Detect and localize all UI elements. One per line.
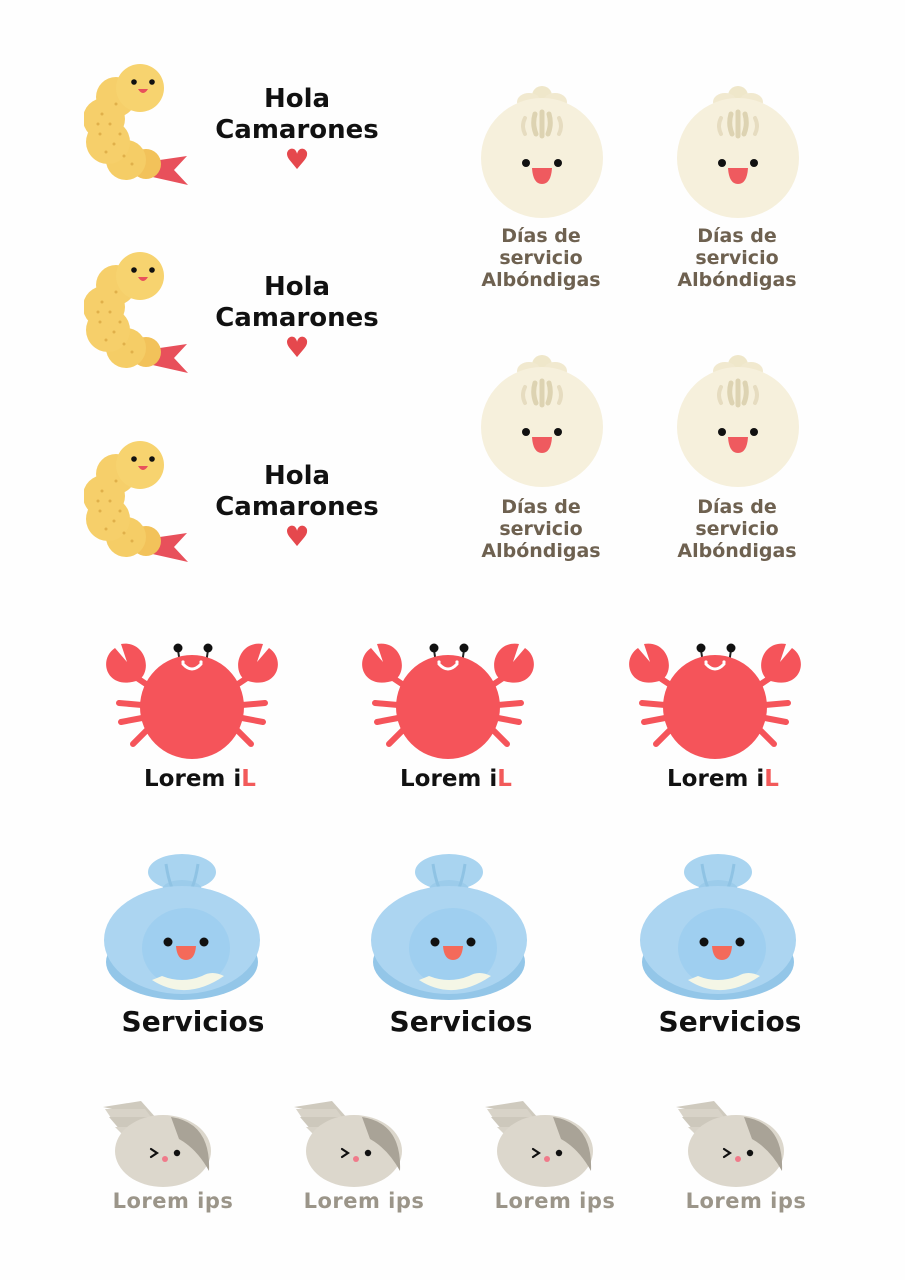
dumpling-label-line2: servicio (695, 247, 779, 269)
bao-icon (638, 852, 798, 1002)
bao-label: Servicios (658, 1005, 802, 1038)
bao-label: Servicios (389, 1005, 533, 1038)
dumpling-label-line2: servicio (499, 518, 583, 540)
crab-icon (620, 640, 810, 760)
shrimp-title-line2: Camarones (215, 303, 379, 333)
shrimp-title-line1: Hola (263, 461, 331, 491)
dumpling-label-line1: Días de (501, 496, 581, 518)
dumpling-icon (477, 347, 607, 492)
dumpling-label-line3: Albóndigas (677, 540, 797, 562)
shell-label: Lorem ips (303, 1189, 425, 1213)
dumpling-label-line3: Albóndigas (677, 269, 797, 291)
seashell-icon (483, 1099, 598, 1189)
dumpling-icon (673, 78, 803, 223)
dumpling-label-line2: servicio (695, 518, 779, 540)
seashell-icon (101, 1099, 216, 1189)
bao-label: Servicios (121, 1005, 265, 1038)
seashell-icon (292, 1099, 407, 1189)
shrimp-title-line2: Camarones (215, 492, 379, 522)
shrimp-title-line1: Hola (263, 272, 331, 302)
dumpling-label-line1: Días de (501, 225, 581, 247)
shell-label: Lorem ips (494, 1189, 616, 1213)
shrimp-icon (84, 441, 194, 566)
crab-label: Lorem iL (400, 766, 512, 792)
shrimp-icon (84, 252, 194, 377)
heart-icon: ♥ (284, 331, 310, 364)
shrimp-title-line1: Hola (263, 84, 331, 114)
dumpling-label-line1: Días de (697, 496, 777, 518)
bao-icon (102, 852, 262, 1002)
crab-icon (97, 640, 287, 760)
heart-icon: ♥ (284, 520, 310, 553)
shrimp-title-line2: Camarones (215, 115, 379, 145)
dumpling-label-line1: Días de (697, 225, 777, 247)
crab-label: Lorem iL (667, 766, 779, 792)
crab-icon (353, 640, 543, 760)
dumpling-icon (673, 347, 803, 492)
dumpling-label-line3: Albóndigas (481, 540, 601, 562)
dumpling-label-line2: servicio (499, 247, 583, 269)
crab-label: Lorem iL (144, 766, 256, 792)
shell-label: Lorem ips (685, 1189, 807, 1213)
heart-icon: ♥ (284, 143, 310, 176)
seashell-icon (674, 1099, 789, 1189)
shell-label: Lorem ips (112, 1189, 234, 1213)
dumpling-icon (477, 78, 607, 223)
dumpling-label-line3: Albóndigas (481, 269, 601, 291)
shrimp-icon (84, 64, 194, 189)
bao-icon (369, 852, 529, 1002)
